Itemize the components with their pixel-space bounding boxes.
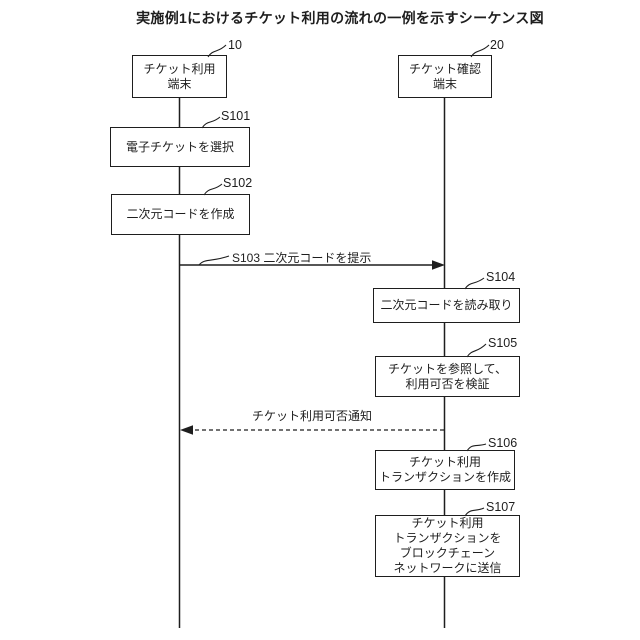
process-box-s105: チケットを参照して、 利用可否を検証 [375,356,520,397]
actor-label-ticket-use-terminal: チケット利用 端末 [143,61,216,91]
ref-label-s105: S105 [488,336,518,350]
arrowhead-left-icon [180,425,193,435]
process-label-s101: 電子チケットを選択 [125,139,234,154]
diagram-title: 実施例1におけるチケット利用の流れの一例を示すシーケンス図 [136,10,544,26]
process-box-s106: チケット利用 トランザクションを作成 [375,450,515,490]
process-label-s105: チケットを参照して、 利用可否を検証 [387,361,508,391]
ref-label-s102: S102 [223,176,253,190]
arrowhead-right-icon [432,260,445,270]
ref-label-20: 20 [490,38,504,52]
process-box-s104: 二次元コードを読み取り [373,288,520,323]
ref-label-s106: S106 [488,436,518,450]
process-box-s107: チケット利用 トランザクションを ブロックチェーン ネットワークに送信 [375,515,520,577]
ref-label-10: 10 [228,38,242,52]
ref-label-s101: S101 [221,109,251,123]
process-box-s101: 電子チケットを選択 [110,127,250,167]
actor-box-ticket-check-terminal: チケット確認 端末 [398,55,492,98]
actor-box-ticket-use-terminal: チケット利用 端末 [132,55,227,98]
process-label-s107: チケット利用 トランザクションを ブロックチェーン ネットワークに送信 [393,516,502,575]
process-box-s102: 二次元コードを作成 [111,194,250,235]
ref-label-s104: S104 [486,270,516,284]
message-label-ticket-availability-notice: チケット利用可否通知 [252,409,373,423]
leader-line-s103 [198,255,230,266]
message-label-s103: S103 二次元コードを提示 [232,251,372,265]
process-label-s102: 二次元コードを作成 [126,207,235,221]
ref-label-s107: S107 [486,500,516,514]
process-label-s106: チケット利用 トランザクションを作成 [378,455,511,484]
actor-label-ticket-check-terminal: チケット確認 端末 [408,61,481,91]
process-label-s104: 二次元コードを読み取り [380,298,513,312]
